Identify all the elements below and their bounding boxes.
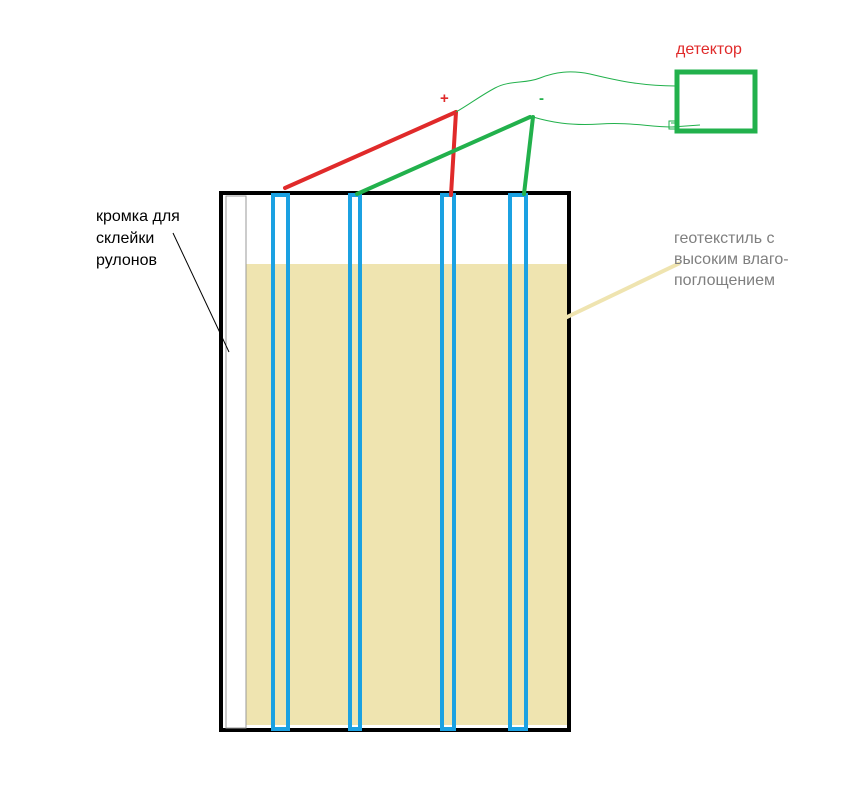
electrode-strip-4 [508, 193, 528, 731]
geotextile-area [246, 264, 567, 725]
negative-wire-2 [522, 115, 535, 196]
geotextile-label: геотекстиль с высоким влаго- поглощением [674, 230, 789, 289]
positive-wires [283, 110, 458, 197]
edge-label: кромка для склейки рулонов [96, 208, 180, 269]
edge-label-line-2: склейки [96, 230, 154, 247]
detector-leads [455, 71, 701, 130]
electrode-group [271, 193, 528, 731]
minus-label: - [539, 90, 544, 107]
detector-lead-negative [532, 116, 701, 128]
edge-label-line-3: рулонов [96, 252, 157, 269]
detector-label: детектор [676, 41, 742, 58]
edge-strip [225, 195, 247, 729]
edge-leader-line [172, 232, 230, 353]
geotextile-label-line-3: поглощением [674, 272, 775, 289]
geotextile-label-line-2: высоким влаго- [674, 251, 789, 268]
edge-label-line-1: кромка для [96, 208, 180, 225]
geotextile-label-line-1: геотекстиль с [674, 230, 775, 247]
positive-wire-1 [283, 110, 458, 190]
electrode-strip-3 [440, 193, 456, 731]
plus-label: + [440, 90, 449, 107]
negative-wire-1 [355, 115, 532, 196]
detector-lead-positive [455, 71, 677, 113]
detector-box-icon [674, 69, 758, 134]
electrode-strip-1 [271, 193, 290, 731]
electrode-strip-2 [348, 193, 362, 731]
positive-wire-2 [449, 110, 458, 197]
geotextile-leader-line [564, 261, 681, 320]
negative-wires [355, 115, 535, 196]
